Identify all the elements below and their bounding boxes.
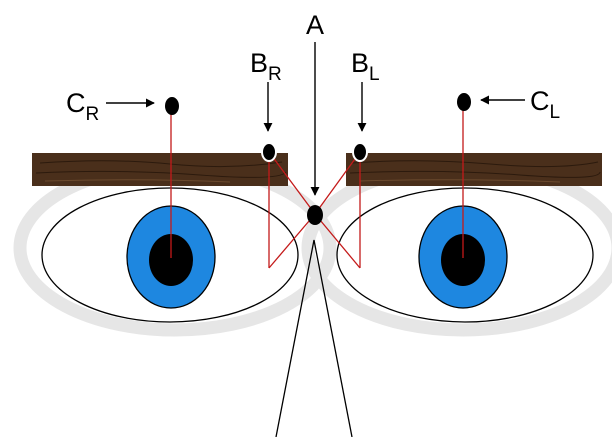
left-brow — [346, 153, 602, 186]
sight-lines — [170, 102, 464, 269]
point-a — [307, 205, 323, 225]
label-a: A — [306, 10, 324, 40]
right-pupil — [149, 234, 193, 286]
label-b-left: BL — [351, 48, 380, 85]
right-brow — [32, 153, 288, 186]
pointer-arrows — [106, 42, 525, 196]
left-bl-to-a-line — [314, 151, 361, 215]
label-c-right: CR — [66, 88, 99, 125]
label-b-right: BR — [250, 48, 282, 85]
point-b-left — [352, 142, 368, 162]
point-c-left — [457, 93, 471, 111]
point-c-right — [165, 97, 179, 115]
label-c-left: CL — [530, 86, 560, 123]
left-pupil — [441, 234, 485, 286]
nose — [275, 239, 353, 437]
left-a-to-eye-line — [314, 213, 361, 269]
right-br-to-a-line — [268, 151, 316, 215]
point-b-right — [261, 142, 277, 162]
right-a-to-eye-line — [268, 213, 316, 269]
